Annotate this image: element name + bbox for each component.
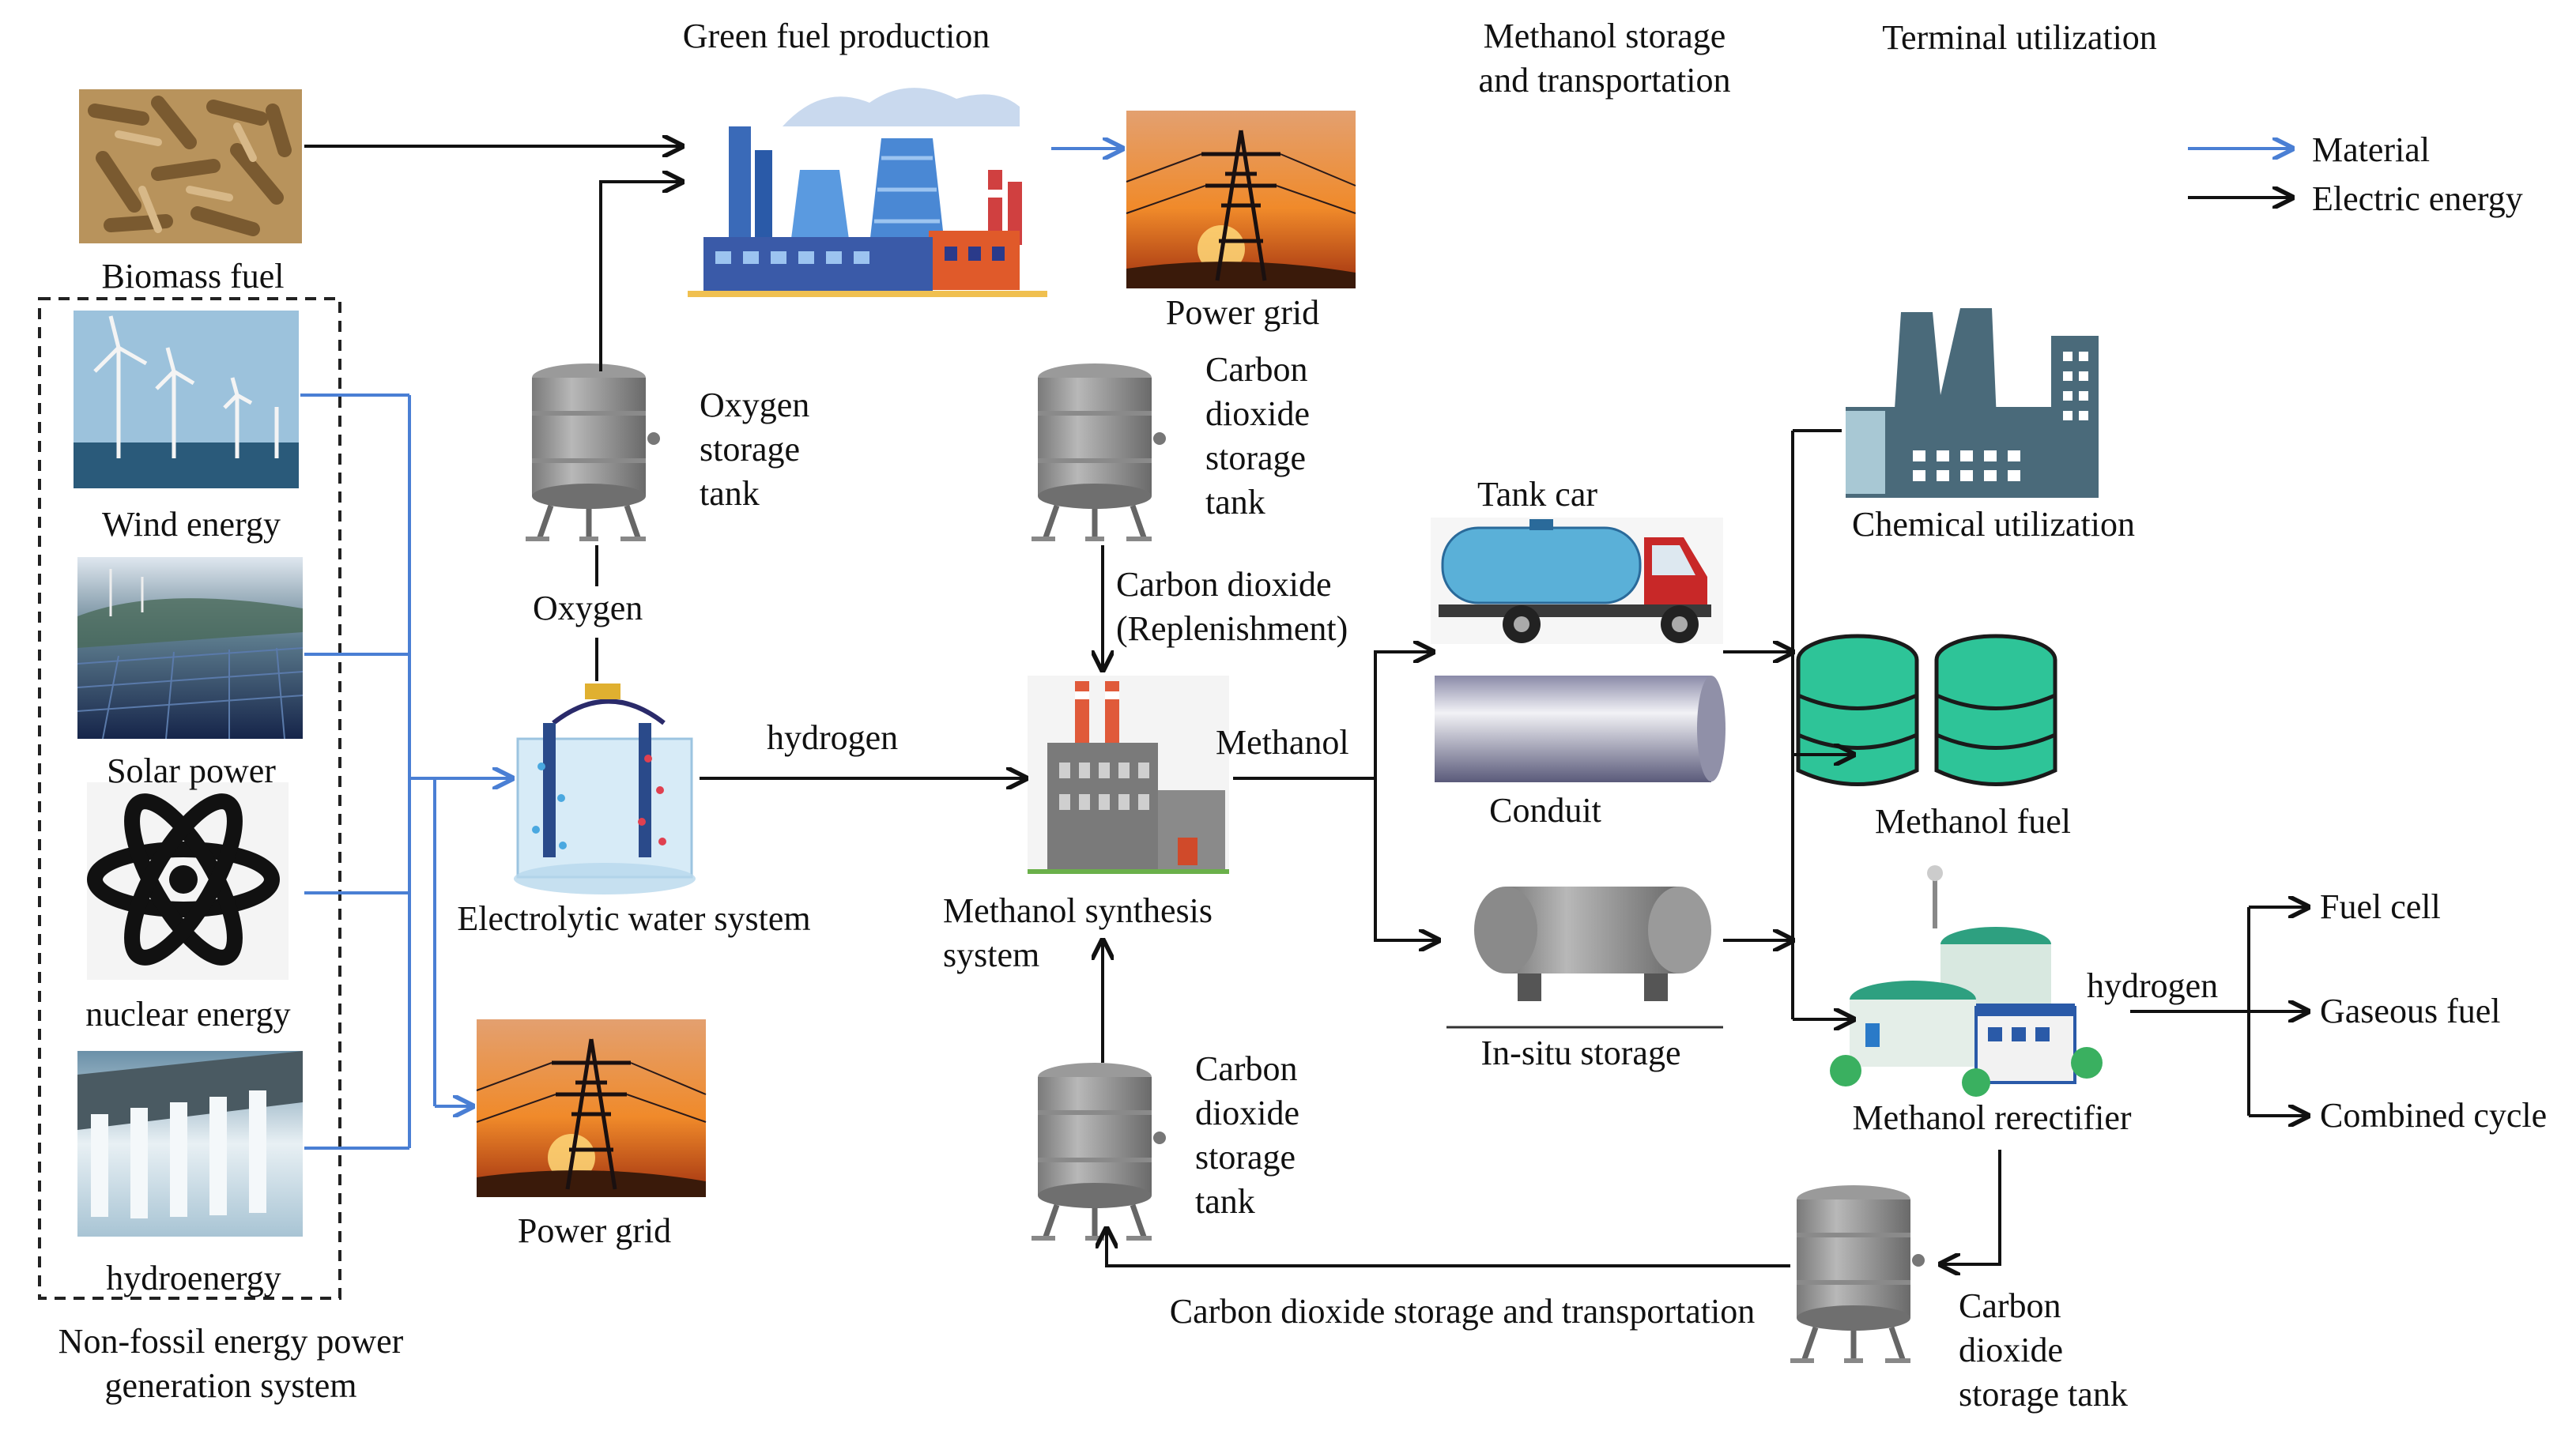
wind-label: Wind energy bbox=[102, 505, 281, 544]
power-grid-top-label: Power grid bbox=[1165, 293, 1320, 332]
solar-image bbox=[77, 557, 304, 740]
rerectifier-plant-image bbox=[1830, 865, 2103, 1097]
non-fossil-group-box bbox=[38, 297, 341, 1300]
methanol-fuel-label: Methanol fuel bbox=[1874, 802, 2072, 841]
methanol-fuel-image bbox=[1796, 634, 2057, 786]
arrow-methanol-to-tankcar bbox=[1374, 652, 1433, 778]
fuel-cell-label: Fuel cell bbox=[2320, 887, 2441, 926]
header-methanol-storage: Methanol storage and transportation bbox=[1478, 17, 1731, 100]
power-plant-image bbox=[688, 73, 1047, 298]
non-fossil-group-label: Non-fossil energy power generation syste… bbox=[58, 1322, 404, 1405]
nuclear-atom-image bbox=[87, 782, 289, 980]
methanol-flow-label: Methanol bbox=[1216, 723, 1349, 762]
biomass-label: Biomass fuel bbox=[101, 257, 285, 296]
legend-electric-label: Electric energy bbox=[2312, 179, 2523, 218]
arrow-co2-transport bbox=[1107, 1229, 1790, 1267]
in-situ-tank-image bbox=[1446, 887, 1723, 1029]
header-green-fuel: Green fuel production bbox=[682, 17, 990, 55]
co2-tank-top-label: Carbon dioxide storage tank bbox=[1205, 350, 1310, 522]
legend-material-label: Material bbox=[2312, 130, 2431, 169]
biomass-image bbox=[79, 89, 302, 243]
gaseous-fuel-label: Gaseous fuel bbox=[2320, 992, 2501, 1030]
arrow-oxygen-to-plant bbox=[599, 182, 682, 371]
in-situ-label: In-situ storage bbox=[1480, 1034, 1681, 1072]
arrow-methanol-to-insitu bbox=[1374, 778, 1439, 940]
renewable-feed-lines bbox=[300, 394, 436, 1150]
co2-transport-label: Carbon dioxide storage and transportatio… bbox=[1169, 1292, 1756, 1331]
hydro-dam-image bbox=[77, 1051, 303, 1237]
power-grid-bottom-image bbox=[477, 1019, 706, 1197]
chemical-factory-image bbox=[1846, 308, 2099, 498]
hydro-label: hydroenergy bbox=[106, 1259, 281, 1297]
co2-tank-mid-label: Carbon dioxide storage tank bbox=[1195, 1049, 1299, 1221]
tank-car-image bbox=[1431, 518, 1723, 644]
conduit-pipe-image bbox=[1435, 676, 1726, 782]
co2-replenishment-label: Carbon dioxide (Replenishment) bbox=[1116, 565, 1348, 648]
arrow-rerectifier-to-co2 bbox=[1940, 1150, 2001, 1264]
electrolyzer-image bbox=[514, 683, 696, 894]
hydrogen-flow-label: hydrogen bbox=[767, 718, 899, 757]
chemical-label: Chemical utilization bbox=[1851, 505, 2136, 544]
rerectifier-label: Methanol rerectifier bbox=[1852, 1098, 2132, 1137]
header-terminal: Terminal utilization bbox=[1882, 18, 2157, 57]
hydrogen-out-label: hydrogen bbox=[2087, 966, 2219, 1005]
synthesis-label: Methanol synthesis system bbox=[943, 891, 1213, 974]
combined-cycle-label: Combined cycle bbox=[2320, 1096, 2548, 1135]
oxygen-tank-image bbox=[526, 363, 660, 539]
conduit-label: Conduit bbox=[1489, 791, 1601, 830]
oxygen-flow-label: Oxygen bbox=[533, 589, 643, 627]
wind-image bbox=[74, 311, 299, 488]
power-grid-top-image bbox=[1126, 111, 1356, 288]
oxygen-tank-label: Oxygen storage tank bbox=[700, 386, 810, 513]
co2-tank-mid-image bbox=[1032, 1063, 1166, 1238]
co2-tank-bottom-image bbox=[1790, 1185, 1925, 1361]
electrolytic-label: Electrolytic water system bbox=[457, 899, 811, 938]
co2-tank-top-image bbox=[1032, 363, 1166, 539]
tank-car-label: Tank car bbox=[1477, 475, 1598, 514]
co2-tank-bottom-label: Carbon dioxide storage tank bbox=[1959, 1286, 2128, 1414]
solar-label: Solar power bbox=[107, 751, 276, 790]
power-grid-bottom-label: Power grid bbox=[517, 1211, 672, 1250]
nuclear-label: nuclear energy bbox=[85, 995, 291, 1034]
synthesis-factory-image bbox=[1028, 676, 1229, 874]
